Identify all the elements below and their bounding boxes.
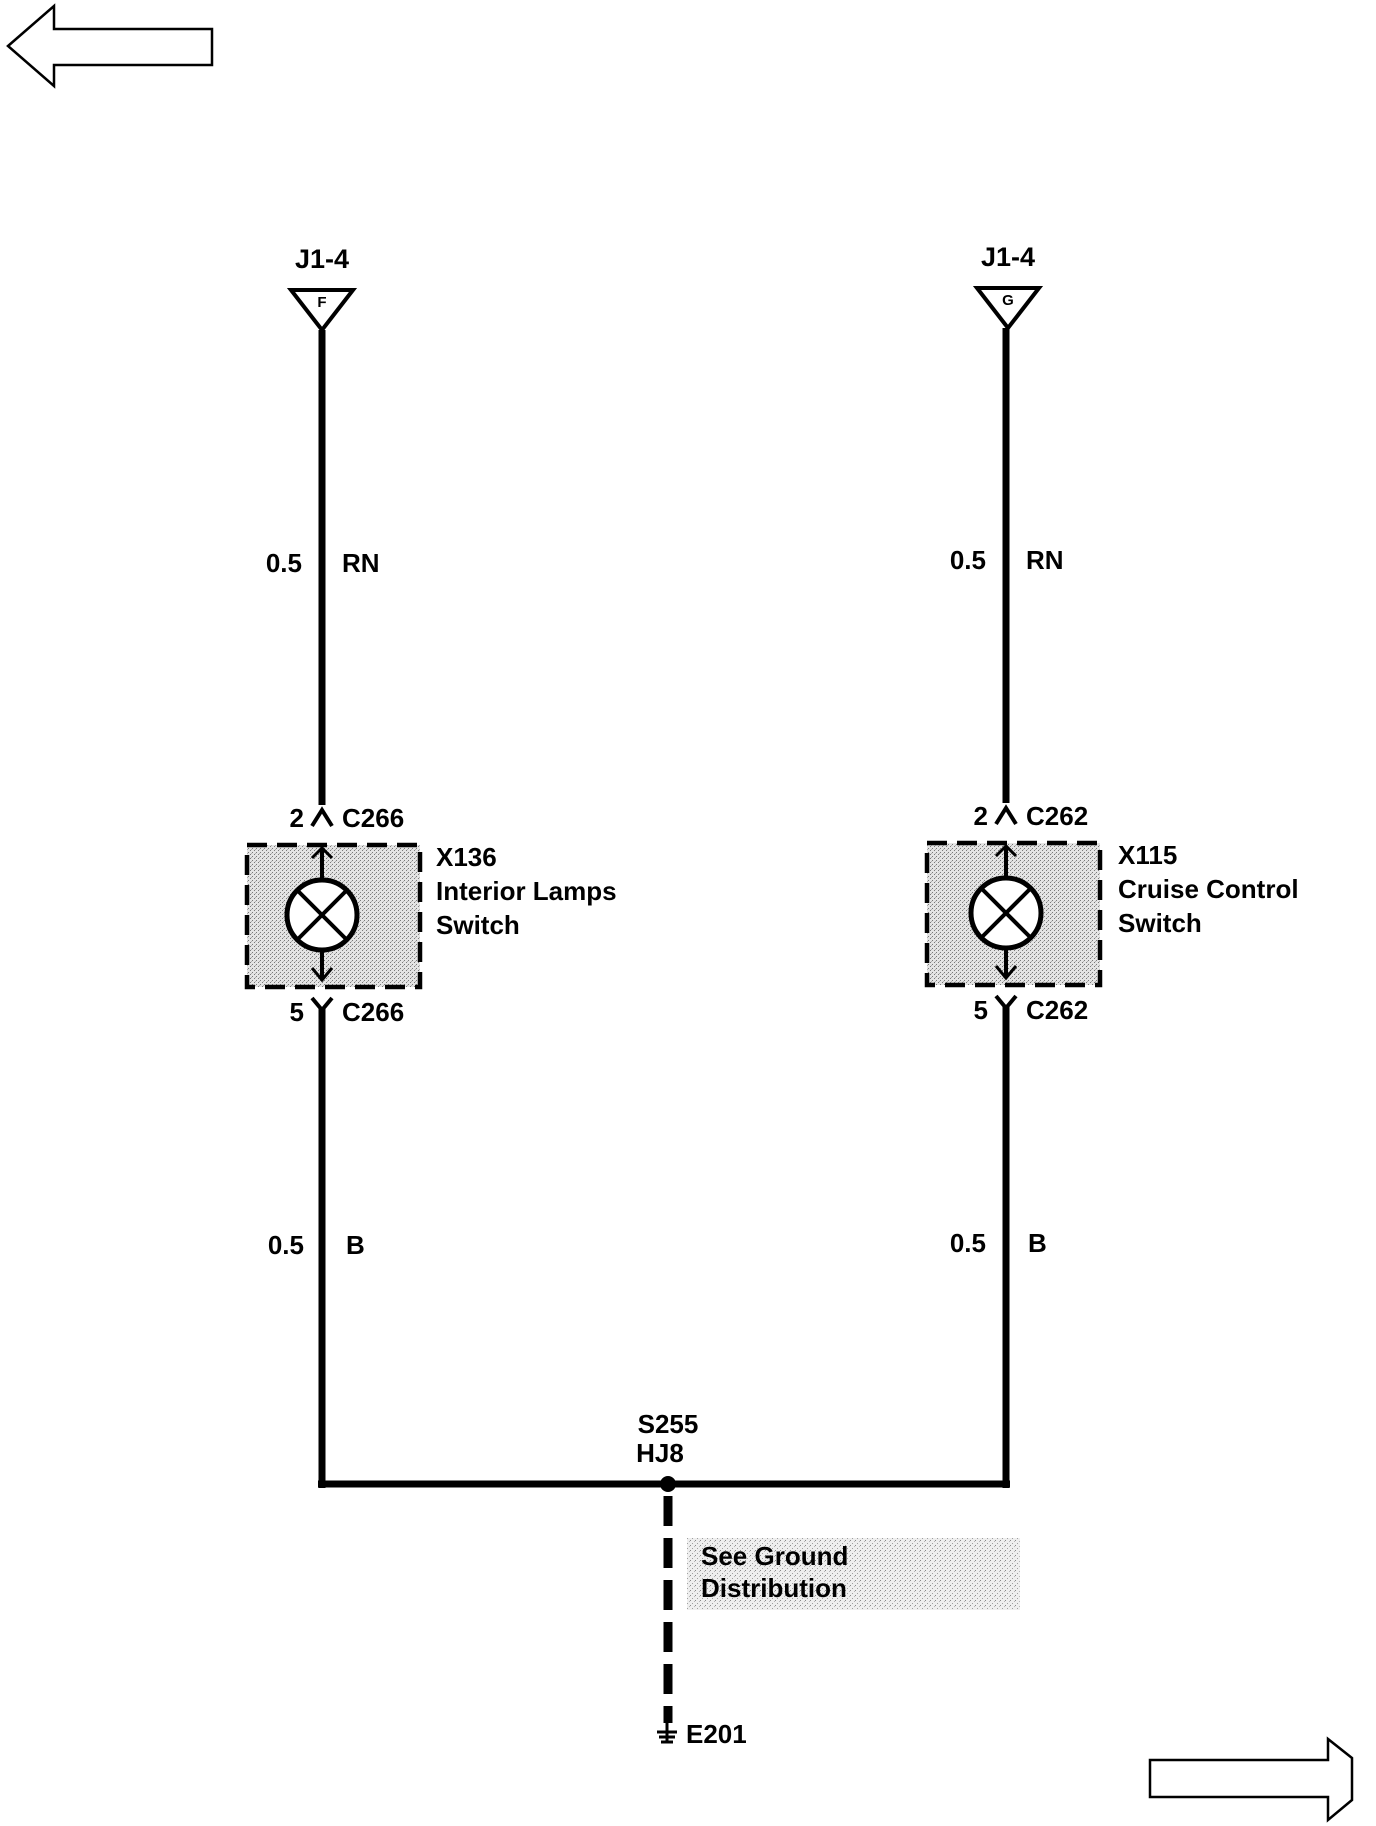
left-component-name-line1: Interior Lamps (436, 876, 617, 906)
right-top-connector: C262 (1026, 801, 1088, 831)
right-component-name-line1: Cruise Control (1118, 874, 1299, 904)
splice-harness: HJ8 (636, 1438, 684, 1468)
right-lamp-icon (968, 875, 1044, 951)
left-lower-wire-color: B (346, 1230, 365, 1260)
left-top-terminal-icon (310, 806, 334, 828)
right-upper-wire-color: RN (1026, 545, 1064, 575)
next-page-button[interactable] (1148, 1736, 1354, 1823)
right-lower-wire-size: 0.5 (950, 1228, 986, 1258)
right-source-pin: G (1002, 292, 1014, 309)
splice-id: S255 (638, 1409, 699, 1439)
ground-circuit: S255 HJ8 See Ground Distribution E201 (318, 1409, 1020, 1749)
ground-id: E201 (686, 1719, 747, 1749)
right-upper-wire-size: 0.5 (950, 545, 986, 575)
right-inner-bottom-terminal-icon (994, 965, 1018, 981)
left-source-label: J1-4 (295, 244, 349, 274)
left-top-pin: 2 (290, 803, 304, 833)
right-source-label: J1-4 (981, 242, 1035, 272)
ground-icon (657, 1722, 677, 1744)
right-arrow-icon (1148, 1736, 1354, 1823)
ground-note-line2: Distribution (701, 1573, 847, 1603)
right-lower-wire-color: B (1028, 1228, 1047, 1258)
left-lamp-icon (284, 877, 360, 953)
left-source-connector-icon (286, 288, 358, 334)
left-inner-bottom-terminal-icon (310, 967, 334, 983)
previous-page-button[interactable] (6, 3, 214, 89)
right-component-box (924, 840, 1103, 988)
left-component-id: X136 (436, 842, 497, 872)
ground-note[interactable]: See Ground Distribution (687, 1538, 1020, 1610)
right-top-terminal-icon (994, 804, 1018, 826)
ground-note-line1: See Ground (701, 1541, 848, 1571)
left-circuit: J1-4 F 0.5 RN 2 C266 X136 Interior Lamps… (244, 244, 617, 1488)
left-upper-wire-color: RN (342, 548, 380, 578)
left-top-connector: C266 (342, 803, 404, 833)
right-component-id: X115 (1118, 840, 1177, 870)
right-component-name-line2: Switch (1118, 908, 1202, 938)
left-source-pin: F (317, 294, 326, 311)
right-inner-top-terminal-icon (994, 843, 1018, 858)
left-bottom-pin: 5 (290, 997, 304, 1027)
right-bottom-connector: C262 (1026, 995, 1088, 1025)
left-component-name-line2: Switch (436, 910, 520, 940)
left-bottom-connector: C266 (342, 997, 404, 1027)
right-top-pin: 2 (974, 801, 988, 831)
left-inner-top-terminal-icon (310, 845, 334, 860)
right-circuit: J1-4 G 0.5 RN 2 C262 X115 Cruise Control… (924, 242, 1299, 1488)
ground-note-background (687, 1538, 1020, 1610)
left-lower-wire-size: 0.5 (268, 1230, 304, 1260)
left-arrow-icon (6, 3, 214, 89)
right-source-connector-icon (972, 286, 1044, 332)
splice-dot (660, 1476, 676, 1492)
right-bottom-pin: 5 (974, 995, 988, 1025)
left-upper-wire-size: 0.5 (266, 548, 302, 578)
